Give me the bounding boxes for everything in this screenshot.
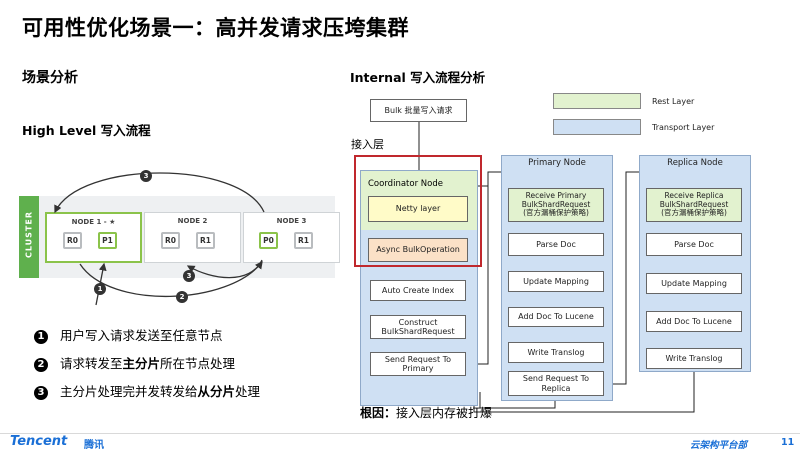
bullet-1-text: 用户写入请求发送至任意节点 [60, 328, 223, 343]
replica-step-update-mapping: Update Mapping [646, 273, 742, 294]
node-3: NODE 3 [243, 212, 340, 263]
replica-node-title: Replica Node [667, 158, 723, 168]
step-1-marker: 1 [94, 283, 106, 295]
node-1-shard-r0: R0 [63, 232, 82, 249]
auto-create-index-box: Auto Create Index [370, 280, 466, 301]
bullet-2-number: 2 [34, 358, 48, 372]
bullet-3-bold: 从分片 [197, 384, 236, 399]
page-number: 11 [781, 437, 795, 448]
primary-step-send-replica: Send Request To Replica [508, 371, 604, 396]
bullet-2: 2 请求转发至主分片所在节点处理 [34, 353, 235, 372]
access-layer-highlight [354, 155, 482, 267]
step-3-marker-lower: 3 [183, 270, 195, 282]
node-1: NODE 1 - ★ [45, 212, 142, 263]
legend-rest-swatch [553, 93, 641, 109]
step-3-marker: 3 [140, 170, 152, 182]
node-3-shard-r1: R1 [294, 232, 313, 249]
coordinator-title: Coordinator Node [368, 179, 443, 189]
legend-transport-swatch [553, 119, 641, 135]
netty-layer-box: Netty layer [368, 196, 468, 222]
bullet-3-number: 3 [34, 386, 48, 400]
scene-analysis-heading: 场景分析 [22, 70, 78, 86]
bullet-1: 1 用户写入请求发送至任意节点 [34, 325, 223, 344]
primary-step-parse: Parse Doc [508, 233, 604, 256]
node-1-shard-p1: P1 [98, 232, 117, 249]
arrow-step-3-low [186, 259, 263, 279]
primary-step-translog: Write Translog [508, 342, 604, 363]
primary-node-title: Primary Node [528, 158, 586, 168]
high-level-title: High Level 写入流程 [22, 123, 151, 138]
primary-step-add-doc: Add Doc To Lucene [508, 307, 604, 327]
cluster-tab: CLUSTER [19, 196, 39, 278]
page-title: 可用性优化场景一：高并发请求压垮集群 [22, 16, 409, 40]
department-name: 云架构平台部 [690, 440, 748, 451]
tencent-logo-cn: 腾讯 [84, 440, 104, 451]
bullet-2-text-b: 所在节点处理 [160, 356, 236, 371]
bullet-2-bold: 主分片 [122, 356, 161, 371]
async-bulk-box: Async BulkOperation [368, 238, 468, 262]
node-3-title: NODE 3 [276, 217, 307, 225]
bullet-3-text-b: 处理 [235, 384, 261, 399]
node-3-shard-p0: P0 [259, 232, 278, 249]
root-cause-text: 接入层内存被打爆 [396, 406, 493, 420]
send-to-primary-box: Send Request To Primary [370, 352, 466, 376]
root-cause: 根因：接入层内存被打爆 [360, 404, 492, 421]
replica-step-add-doc: Add Doc To Lucene [646, 311, 742, 332]
step-2-marker: 2 [176, 291, 188, 303]
bullet-1-number: 1 [34, 330, 48, 344]
primary-step-update-mapping: Update Mapping [508, 271, 604, 292]
replica-step-parse: Parse Doc [646, 233, 742, 256]
legend-transport-label: Transport Layer [652, 123, 715, 132]
replica-step-receive: Receive Replica BulkShardRequest (官方漏桶保护… [646, 188, 742, 222]
arrow-step-3-top [54, 172, 265, 214]
bulk-request-box: Bulk 批量写入请求 [370, 99, 467, 122]
primary-step-receive: Receive Primary BulkShardRequest (官方漏桶保护… [508, 188, 604, 222]
tencent-logo: Tencent [10, 434, 68, 449]
arrow-step-2 [79, 260, 263, 298]
internal-flow-title: Internal 写入流程分析 [350, 70, 486, 85]
bullet-3-text-a: 主分片处理完并发转发给 [60, 384, 198, 399]
node-2: NODE 2 [144, 212, 241, 263]
node-2-title: NODE 2 [177, 217, 208, 225]
bullet-2-text-a: 请求转发至 [60, 356, 123, 371]
node-2-shard-r0: R0 [161, 232, 180, 249]
replica-step-translog: Write Translog [646, 348, 742, 369]
root-cause-label: 根因： [360, 406, 397, 420]
bullet-3: 3 主分片处理完并发转发给从分片处理 [34, 381, 260, 400]
construct-request-box: Construct BulkShardRequest [370, 315, 466, 339]
legend-rest-label: Rest Layer [652, 97, 695, 106]
node-1-title: NODE 1 - ★ [71, 218, 116, 226]
node-2-shard-r1: R1 [196, 232, 215, 249]
access-layer-label: 接入层 [351, 138, 384, 151]
footer-divider [0, 433, 800, 434]
